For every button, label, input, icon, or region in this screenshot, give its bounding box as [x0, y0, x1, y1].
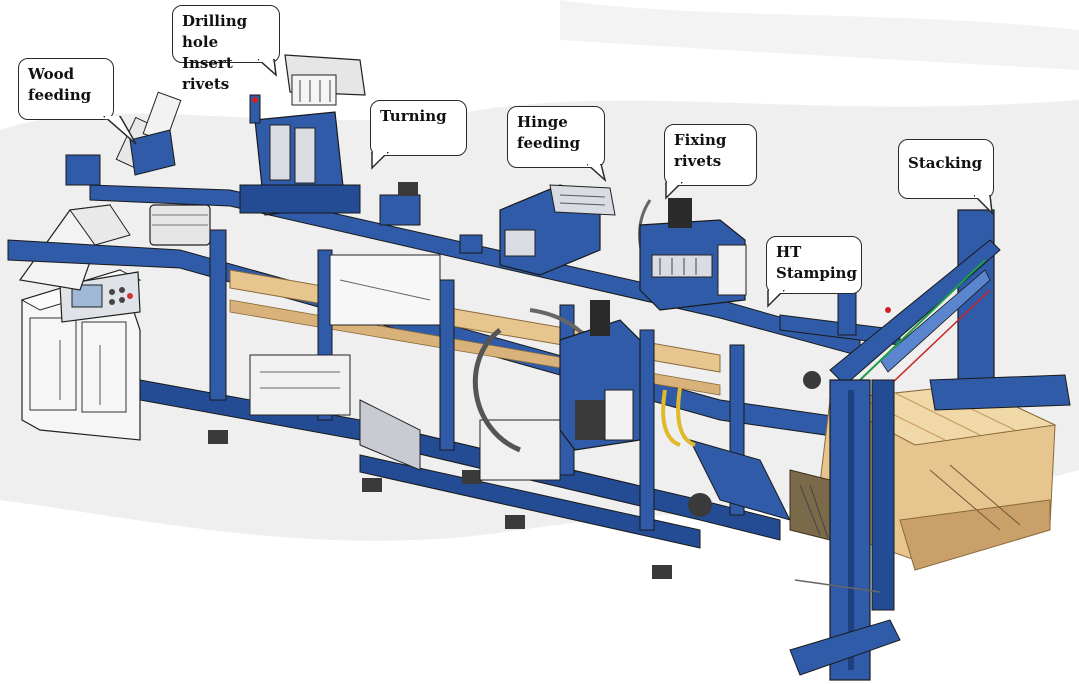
label-stacking: Stacking [908, 154, 983, 172]
callout-ht-stamping: HT Stamping [766, 236, 862, 308]
fixing-rivets-press [639, 198, 747, 311]
stacking-gantry [789, 209, 1071, 681]
callout-tail [767, 290, 786, 308]
callout-tail [974, 195, 993, 216]
label-fixing-rivets: Fixing rivets [674, 131, 727, 170]
callout-tail [371, 152, 390, 170]
callout-drilling: Drilling hole Insert rivets [172, 5, 280, 93]
label-ht-stamping: HT Stamping [776, 243, 857, 282]
callout-hinge-feeding: Hinge feeding [507, 106, 607, 183]
label-drilling: Drilling hole Insert rivets [182, 12, 248, 93]
callout-tail [665, 182, 684, 200]
callout-fixing-rivets: Fixing rivets [664, 124, 757, 200]
turning-station [329, 182, 441, 326]
hinge-feeding-station [459, 184, 616, 276]
label-wood-feeding: Wood feeding [28, 65, 92, 104]
callout-wood-feeding: Wood feeding [18, 58, 137, 145]
callout-stacking: Stacking [898, 139, 994, 216]
label-turning: Turning [380, 107, 447, 125]
callout-tail [258, 59, 277, 77]
backdrop-smear [560, 0, 1079, 70]
callout-tail [587, 164, 607, 183]
center-press [559, 300, 696, 451]
drilling-station [239, 54, 366, 216]
label-hinge-feeding: Hinge feeding [517, 113, 581, 152]
callout-tail [102, 116, 137, 145]
callout-turning: Turning [370, 100, 467, 170]
